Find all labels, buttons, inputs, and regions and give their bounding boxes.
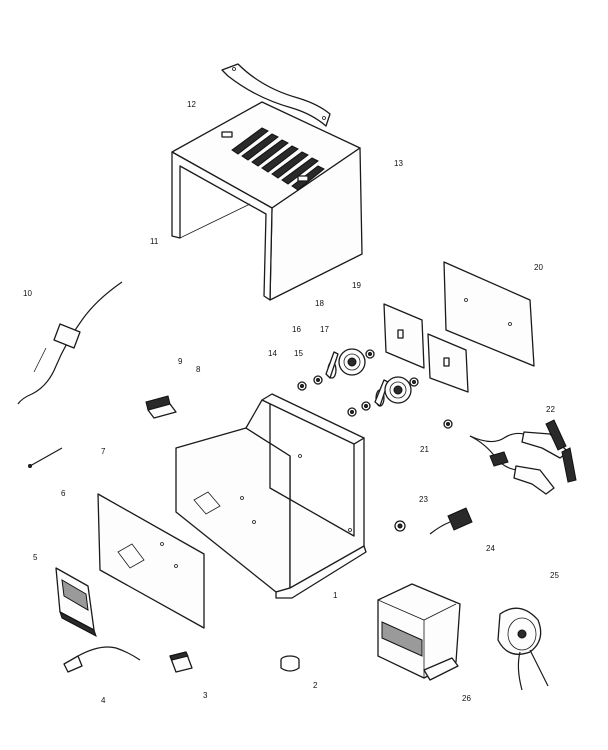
callout-14: 14: [268, 349, 277, 358]
part-strain-relief: [394, 507, 473, 535]
callout-17: 17: [320, 325, 329, 334]
callout-4: 4: [101, 696, 106, 705]
part-handle: [221, 63, 331, 127]
callout-10: 10: [23, 289, 32, 298]
callout-22: 22: [546, 405, 555, 414]
callout-20: 20: [534, 263, 543, 272]
callout-9: 9: [178, 357, 183, 366]
callout-3: 3: [203, 691, 208, 700]
callout-18: 18: [315, 299, 324, 308]
part-transformer: [377, 583, 461, 681]
callout-26: 26: [462, 694, 471, 703]
part-fan-motor: [497, 607, 549, 691]
callout-13: 13: [394, 159, 403, 168]
part-grommet: [280, 655, 300, 672]
callout-16: 16: [292, 325, 301, 334]
part-battery-clamps: [469, 419, 577, 495]
part-base-frame: [175, 393, 367, 599]
part-rectifier-assembly: [297, 348, 453, 429]
callout-21: 21: [420, 445, 429, 454]
callout-8: 8: [196, 365, 201, 374]
callout-6: 6: [61, 489, 66, 498]
callout-1: 1: [333, 591, 338, 600]
callout-19: 19: [352, 281, 361, 290]
part-rear-panel: [443, 261, 535, 367]
callout-5: 5: [33, 553, 38, 562]
part-front-panel: [97, 493, 205, 629]
callout-15: 15: [294, 349, 303, 358]
callout-11: 11: [150, 237, 159, 246]
callout-7: 7: [101, 447, 106, 456]
cover-louvers: [231, 127, 325, 191]
callout-2: 2: [313, 681, 318, 690]
part-insulator-plates: [383, 303, 469, 393]
part-dc-cord: [63, 646, 141, 673]
part-bracket: [145, 395, 177, 419]
callout-25: 25: [550, 571, 559, 580]
callout-12: 12: [187, 100, 196, 109]
callout-23: 23: [419, 495, 428, 504]
part-ac-cord: [17, 281, 123, 405]
part-knob: [169, 651, 193, 673]
part-cabinet-cover: [171, 101, 363, 301]
part-meter: [55, 567, 97, 638]
callout-24: 24: [486, 544, 495, 553]
part-rod: [28, 447, 63, 468]
